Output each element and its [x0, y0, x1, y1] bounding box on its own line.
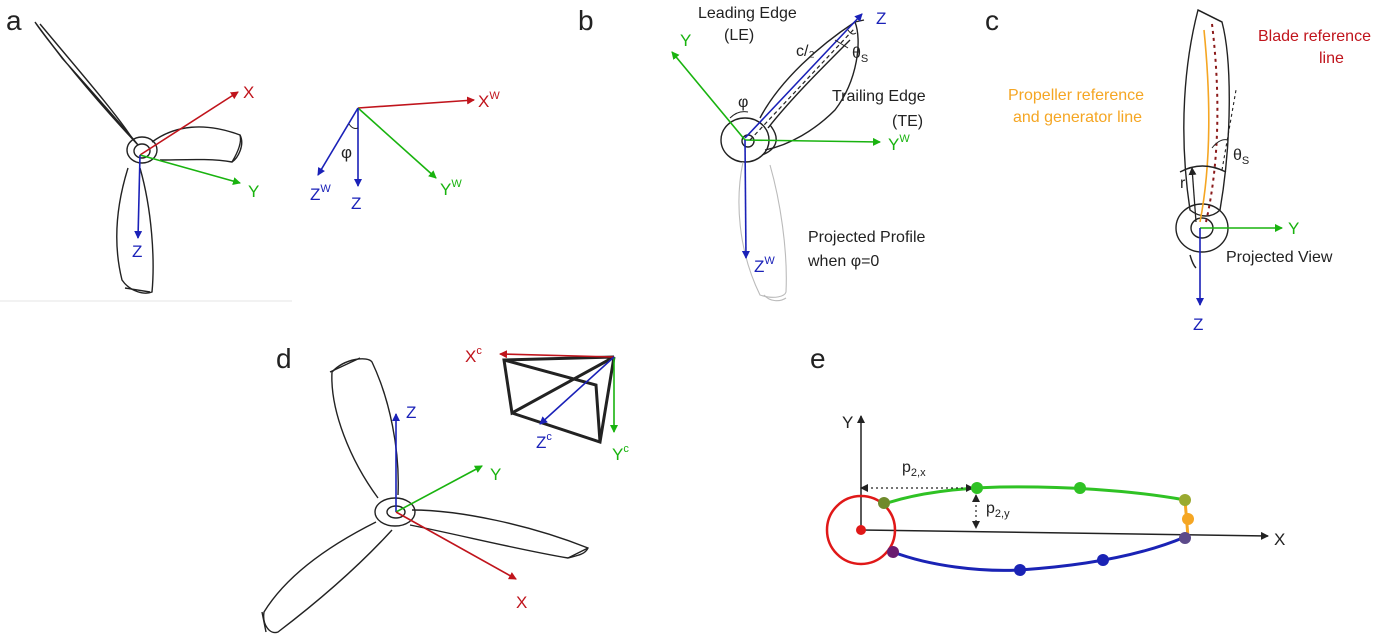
panel-label-c: c	[985, 5, 999, 36]
axis-z-b	[744, 13, 863, 139]
label-y-e: Y	[842, 413, 853, 432]
p2y-label: p2,y	[986, 500, 1010, 520]
trailing-edge-label: Trailing Edge(TE)	[832, 88, 926, 130]
phi-label-b: φ	[738, 94, 748, 111]
label-phi-a: φ	[341, 143, 352, 162]
axis-x-e	[860, 529, 1269, 540]
lower-curve	[892, 535, 1186, 572]
theta-label-c: θS	[1233, 147, 1249, 167]
control-point	[887, 546, 899, 558]
blade-reference-line	[1205, 23, 1219, 223]
control-point	[1074, 482, 1086, 494]
label-z-a: Z	[132, 242, 142, 261]
axis-y-a	[139, 154, 241, 185]
control-point	[1179, 494, 1191, 506]
label-z-world: Z	[351, 194, 361, 213]
panel-e: e Y X p2,x p2,y	[810, 343, 1285, 576]
panel-label-e: e	[810, 343, 826, 374]
label-zw-b: ZW	[754, 255, 775, 276]
panel-label-d: d	[276, 343, 292, 374]
axis-yw	[357, 107, 437, 179]
panel-label-b: b	[578, 5, 594, 36]
control-point	[1182, 513, 1194, 525]
axis-xc	[499, 350, 615, 359]
label-yw: YW	[440, 178, 462, 199]
axis-z-a	[134, 154, 143, 239]
label-x-a: X	[243, 83, 254, 102]
theta-label-b: θS	[852, 45, 868, 65]
phi-arc-b	[729, 111, 749, 119]
control-point	[878, 497, 890, 509]
label-yc: Yc	[612, 443, 629, 464]
label-yw-b: YW	[888, 133, 910, 154]
chord-fraction-label: c/₂	[796, 43, 815, 60]
label-y-b: Y	[680, 31, 691, 50]
label-z-d: Z	[406, 403, 416, 422]
theta-arc-c	[1211, 139, 1229, 149]
axis-zw-b	[741, 139, 750, 259]
panel-a: a X Y Z XW YW ZW Z φ	[0, 5, 500, 302]
camera-frustum	[502, 355, 616, 444]
panel-d: d Z Y X Xc Yc Zc	[261, 343, 629, 634]
control-point	[1179, 532, 1191, 544]
label-zc: Zc	[536, 431, 552, 452]
label-z-c: Z	[1193, 315, 1203, 334]
label-xc: Xc	[465, 345, 482, 366]
radius-label-c: r	[1180, 175, 1186, 192]
axis-y-b	[671, 51, 746, 141]
label-x-d: X	[516, 593, 527, 612]
label-zw: ZW	[310, 183, 331, 204]
axis-y-d	[395, 465, 483, 513]
hub-center-point	[856, 525, 866, 535]
label-y-c: Y	[1288, 219, 1299, 238]
projected-view-label: Projected View	[1226, 249, 1333, 266]
propeller-sketch-a	[34, 21, 243, 294]
axis-xw	[357, 96, 475, 109]
propeller-reference-line	[1199, 29, 1210, 223]
theta-arc-b	[847, 29, 857, 35]
axis-yw-b	[744, 137, 881, 146]
axis-x-d	[395, 511, 517, 580]
panel-b: b Leading Edge(LE) Trailing Edge(TE) c/₂…	[578, 5, 926, 302]
projected-profile-sketch	[738, 161, 787, 302]
axis-zc	[539, 356, 615, 425]
axis-x-a	[139, 91, 239, 156]
upper-curve	[883, 485, 1186, 506]
label-y-a: Y	[248, 182, 259, 201]
angle-arc-a	[348, 123, 359, 129]
propeller-sketch-c	[1175, 8, 1230, 269]
panel-label-a: a	[6, 5, 22, 36]
label-xw: XW	[478, 90, 500, 111]
tangent-line-c	[1221, 89, 1237, 171]
label-z-b: Z	[876, 9, 886, 28]
axis-zw	[317, 107, 359, 176]
label-x-e: X	[1274, 530, 1285, 549]
control-point	[1097, 554, 1109, 566]
label-y-d: Y	[490, 465, 501, 484]
chord-line-b	[749, 27, 856, 141]
chord-tick-b	[834, 39, 849, 49]
p2x-label: p2,x	[902, 459, 926, 479]
control-point	[971, 482, 983, 494]
propeller-sketch-d	[261, 357, 589, 634]
control-point	[1014, 564, 1026, 576]
radius-arrow-c	[1188, 167, 1197, 223]
leading-edge-label: Leading Edge(LE)	[698, 5, 797, 44]
hub-circle	[825, 494, 897, 566]
radius-arc-c	[1179, 165, 1227, 173]
